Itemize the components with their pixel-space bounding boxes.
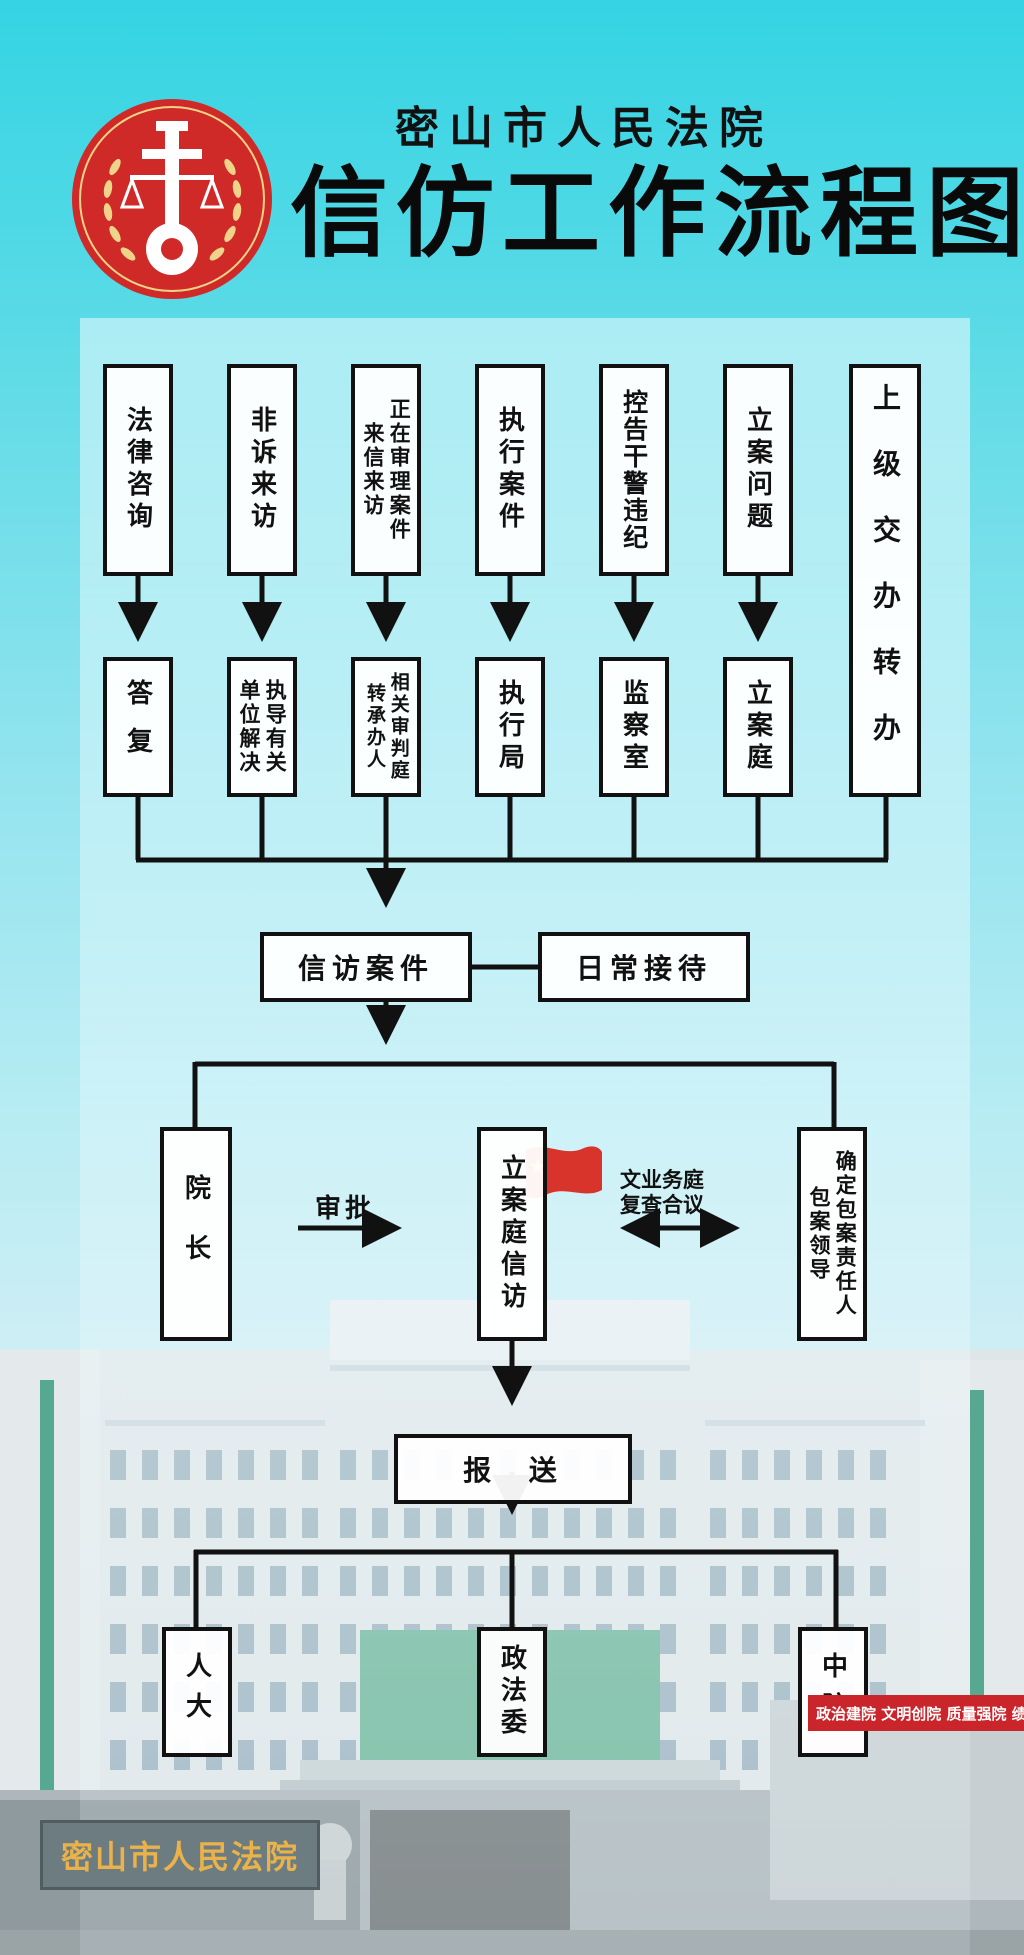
filing-visit-box: 立案庭信访 xyxy=(477,1127,547,1341)
recipient-npc: 人大 xyxy=(162,1627,232,1757)
handler-judge-tribunal: 转承办人 相关审判庭 xyxy=(351,657,421,797)
handler-unit-resolve: 单位解决 执导有关 xyxy=(227,657,297,797)
approve-label: 审批 xyxy=(315,1194,376,1224)
source-letters-visits-pending: 来信来访 正在审理案件 xyxy=(351,364,421,576)
source-filing-issue: 立案问题 xyxy=(723,364,793,576)
slogan-banner: 政治建院 文明创院 质量强院 绩效 xyxy=(808,1695,1024,1731)
source-misconduct-complaint: 控告干警违纪 xyxy=(599,364,669,576)
gate-sign: 密山市人民法院 xyxy=(40,1820,320,1890)
handler-filing-tribunal: 立案庭 xyxy=(723,657,793,797)
source-legal-consultation: 法律咨询 xyxy=(103,364,173,576)
handler-reply: 答复 xyxy=(103,657,173,797)
report-box: 报 送 xyxy=(394,1434,632,1504)
source-non-litigation-visit: 非诉来访 xyxy=(227,364,297,576)
handler-supervision-office: 监察室 xyxy=(599,657,669,797)
court-name-subtitle: 密山市人民法院 xyxy=(395,103,773,154)
court-emblem-icon xyxy=(72,99,272,299)
source-enforcement-case: 执行案件 xyxy=(475,364,545,576)
recipient-political-legal-committee: 政法委 xyxy=(477,1627,547,1757)
president-box: 院长 xyxy=(160,1127,232,1341)
joint-review-label: 文业务庭 复查合议 xyxy=(620,1168,704,1218)
reception-box: 日常接待 xyxy=(538,932,750,1002)
source-superior-referral: 上级交办转办 xyxy=(849,364,921,797)
leader-box: 包案领导 确定包案责任人 xyxy=(797,1127,867,1341)
page-title: 信仿工作流程图 xyxy=(290,157,1024,271)
case-box: 信访案件 xyxy=(260,932,472,1002)
handler-enforcement-bureau: 执行局 xyxy=(475,657,545,797)
recipient-intermediate-court: 中院 xyxy=(798,1627,868,1757)
